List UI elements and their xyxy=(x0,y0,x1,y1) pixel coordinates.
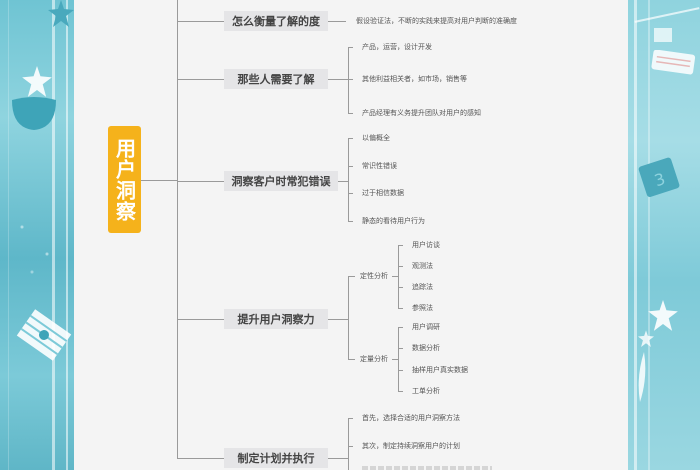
leaf-item[interactable]: 其他利益相关者，如市场，销售等 xyxy=(362,75,467,83)
branch-node-improve-insight[interactable]: 提升用户洞察力 xyxy=(224,309,328,329)
star-icon xyxy=(48,0,74,27)
mindmap-canvas xyxy=(74,0,628,470)
leaf-item[interactable]: 追踪法 xyxy=(412,283,433,291)
branch-node-measure[interactable]: 怎么衡量了解的度 xyxy=(224,11,328,31)
star-icon xyxy=(638,330,654,347)
branch-connector xyxy=(177,181,224,182)
leaf-item[interactable]: 参照法 xyxy=(412,304,433,312)
leaf-item[interactable]: 假设验证法，不断的实践来提高对用户判断的准确度 xyxy=(356,17,517,25)
root-connector xyxy=(141,180,177,181)
star-icon xyxy=(648,300,678,331)
leaf-bracket xyxy=(348,47,349,113)
branch-connector xyxy=(177,21,224,22)
leaf-bracket xyxy=(348,138,349,221)
leaf-bracket xyxy=(398,327,399,391)
branch-connector xyxy=(177,458,224,459)
leaf-item[interactable]: 以偏概全 xyxy=(362,134,390,142)
leaf-item[interactable]: 产品经理有义务提升团队对用户的感知 xyxy=(362,109,481,117)
leaf-item[interactable]: 抽样用户真实数据 xyxy=(412,366,468,374)
leaf-item[interactable]: 工单分析 xyxy=(412,387,440,395)
feather-icon xyxy=(638,352,646,402)
leaf-bracket xyxy=(348,418,349,470)
sparkle-dots xyxy=(12,200,62,290)
sub-branch-quantitative[interactable]: 定量分析 xyxy=(360,355,388,363)
envelope-icon xyxy=(16,309,72,361)
leaf-item[interactable]: 用户访谈 xyxy=(412,241,440,249)
right-decorative-border: 3 xyxy=(628,0,700,470)
branch-node-plan-execute[interactable]: 制定计划并执行 xyxy=(224,448,328,468)
leaf-connector xyxy=(328,319,348,320)
badge-3-icon: 3 xyxy=(638,157,680,197)
root-node[interactable]: 用户洞察 xyxy=(108,126,141,233)
leaf-connector xyxy=(328,21,346,22)
leaf-item[interactable]: 其次，制定持续洞察用户的计划 xyxy=(362,442,460,450)
branch-connector xyxy=(177,79,224,80)
star-icon xyxy=(22,66,52,97)
leaf-item[interactable]: 观测法 xyxy=(412,262,433,270)
leaf-item[interactable]: 过于相信数据 xyxy=(362,189,404,197)
leaf-item[interactable]: 静态的看待用户行为 xyxy=(362,217,425,225)
shelf-line xyxy=(634,7,700,23)
bowl-icon xyxy=(651,50,696,75)
branch-node-stakeholders[interactable]: 那些人需要了解 xyxy=(224,69,328,89)
sub-branch-qualitative[interactable]: 定性分析 xyxy=(360,272,388,280)
leaf-connector xyxy=(338,181,348,182)
left-decorative-border xyxy=(0,0,74,470)
leaf-bracket xyxy=(398,245,399,308)
branch-connector xyxy=(177,319,224,320)
cut-off-leaf xyxy=(362,466,492,470)
leaf-connector xyxy=(328,79,348,80)
leaf-connector xyxy=(328,458,348,459)
leaf-item[interactable]: 产品，运营，设计开发 xyxy=(362,43,432,51)
sub-bracket xyxy=(348,276,349,359)
leaf-item[interactable]: 用户调研 xyxy=(412,323,440,331)
main-spine xyxy=(177,0,178,458)
leaf-item[interactable]: 数据分析 xyxy=(412,344,440,352)
gift-icon xyxy=(654,28,672,42)
cup-icon xyxy=(12,97,56,130)
leaf-item[interactable]: 常识性错误 xyxy=(362,162,397,170)
leaf-item[interactable]: 首先，选择合适的用户洞察方法 xyxy=(362,414,460,422)
branch-node-common-mistakes[interactable]: 洞察客户时常犯错误 xyxy=(224,171,338,191)
